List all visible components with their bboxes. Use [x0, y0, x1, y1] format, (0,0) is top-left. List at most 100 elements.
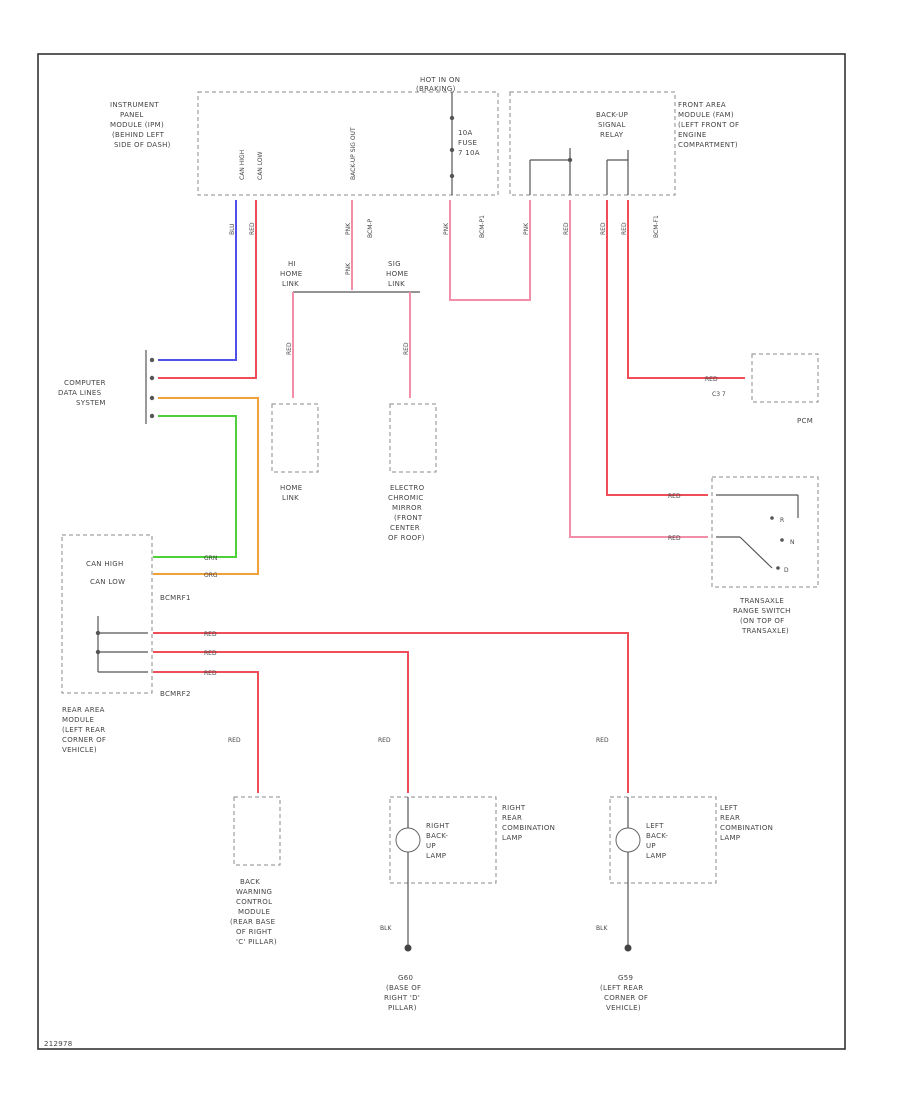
svg-text:RED: RED	[563, 222, 570, 235]
svg-text:OF RIGHT: OF RIGHT	[236, 928, 272, 936]
svg-text:R: R	[780, 517, 784, 524]
svg-text:UP: UP	[646, 842, 656, 850]
svg-text:RED: RED	[204, 650, 217, 657]
wire-left-lamp	[153, 632, 629, 793]
ec-mirror-box	[389, 403, 437, 473]
fam-box	[509, 91, 676, 196]
svg-text:PNK: PNK	[345, 262, 352, 275]
svg-text:(REAR BASE: (REAR BASE	[230, 918, 275, 926]
svg-text:RED: RED	[378, 737, 391, 744]
pcm-label: PCM	[797, 417, 813, 425]
ipm-label: INSTRUMENT PANEL MODULE (IPM) (BEHIND LE…	[110, 101, 170, 149]
svg-text:SYSTEM: SYSTEM	[76, 399, 106, 407]
wire-fam-trs-r	[606, 200, 708, 496]
svg-text:REAR: REAR	[720, 814, 740, 822]
svg-text:TRANSAXLE): TRANSAXLE)	[741, 627, 789, 635]
svg-text:BACK-UP: BACK-UP	[596, 111, 628, 119]
svg-text:LAMP: LAMP	[502, 834, 522, 842]
svg-text:WARNING: WARNING	[236, 888, 272, 896]
hot-in-run-label: HOT IN ON (BRAKING)	[416, 76, 460, 93]
wire-can-high-blue	[158, 200, 237, 361]
svg-text:INSTRUMENT: INSTRUMENT	[110, 101, 159, 109]
svg-text:(BASE OF: (BASE OF	[386, 984, 421, 992]
hi-home-link-label: HI HOME LINK	[280, 260, 302, 288]
wire-bwcm	[153, 671, 259, 793]
svg-text:REAR AREA: REAR AREA	[62, 706, 105, 714]
svg-text:PNK: PNK	[443, 222, 450, 235]
svg-text:RED: RED	[705, 376, 718, 383]
svg-text:10A: 10A	[458, 129, 473, 137]
left-lamp-label: LEFT REAR COMBINATION LAMP	[720, 804, 773, 842]
fuse: 10A FUSE 7 10A	[449, 92, 480, 195]
svg-text:PNK: PNK	[523, 222, 530, 235]
svg-text:OF ROOF): OF ROOF)	[388, 534, 425, 542]
svg-text:CORNER OF: CORNER OF	[604, 994, 648, 1002]
svg-text:(BRAKING): (BRAKING)	[416, 85, 456, 93]
diagram-frame	[37, 53, 846, 1050]
svg-text:LEFT: LEFT	[720, 804, 738, 812]
svg-text:CAN LOW: CAN LOW	[90, 578, 125, 586]
svg-text:HOME: HOME	[386, 270, 408, 278]
svg-text:LINK: LINK	[282, 280, 299, 288]
svg-text:G59: G59	[618, 974, 633, 982]
bwcm-label: BACK WARNING CONTROL MODULE (REAR BASE O…	[230, 878, 277, 946]
svg-text:BCM-P1: BCM-P1	[479, 215, 486, 238]
svg-text:BCMRF1: BCMRF1	[160, 594, 191, 602]
svg-text:(LEFT REAR: (LEFT REAR	[600, 984, 643, 992]
footer-code: 212978	[44, 1040, 73, 1048]
svg-text:VEHICLE): VEHICLE)	[62, 746, 97, 754]
svg-text:VEHICLE): VEHICLE)	[606, 1004, 641, 1012]
right-bulb-icon	[395, 797, 421, 952]
svg-text:LAMP: LAMP	[426, 852, 446, 860]
left-bulb-icon	[615, 797, 641, 952]
svg-text:MODULE (FAM): MODULE (FAM)	[678, 111, 734, 119]
cdl-connector	[145, 350, 155, 424]
fam-label: FRONT AREA MODULE (FAM) (LEFT FRONT OF E…	[678, 101, 739, 149]
svg-text:RED: RED	[286, 342, 293, 355]
svg-text:7 10A: 7 10A	[458, 149, 480, 157]
ram-label: REAR AREA MODULE (LEFT REAR CORNER OF VE…	[62, 706, 106, 754]
svg-text:REAR: REAR	[502, 814, 522, 822]
svg-text:CAN LOW: CAN LOW	[257, 151, 264, 180]
svg-text:CORNER OF: CORNER OF	[62, 736, 106, 744]
ram-internal	[95, 616, 148, 673]
svg-text:HOME: HOME	[280, 484, 302, 492]
svg-text:BACK-: BACK-	[426, 832, 448, 840]
svg-text:ELECTRO: ELECTRO	[390, 484, 425, 492]
svg-text:(BEHIND LEFT: (BEHIND LEFT	[112, 131, 165, 139]
svg-text:RIGHT 'D': RIGHT 'D'	[384, 994, 420, 1002]
svg-text:LEFT: LEFT	[646, 822, 664, 830]
wire-color-labels: BLU RED PNK PNK PNK PNK RED RED RED RED …	[204, 222, 718, 932]
svg-text:MODULE (IPM): MODULE (IPM)	[110, 121, 164, 129]
trs-switch: R N D	[716, 494, 799, 574]
svg-text:COMBINATION: COMBINATION	[720, 824, 773, 832]
svg-text:COMPARTMENT): COMPARTMENT)	[678, 141, 738, 149]
svg-text:'C' PILLAR): 'C' PILLAR)	[236, 938, 277, 946]
svg-text:RED: RED	[600, 222, 607, 235]
wire-can-orange	[153, 397, 259, 575]
svg-text:PILLAR): PILLAR)	[388, 1004, 417, 1012]
svg-text:RIGHT: RIGHT	[426, 822, 450, 830]
ipm-box	[197, 91, 499, 196]
svg-text:SIGNAL: SIGNAL	[598, 121, 626, 129]
bwcm-box	[233, 796, 281, 866]
left-bulb-label: LEFT BACK- UP LAMP	[646, 822, 668, 860]
svg-text:RED: RED	[621, 222, 628, 235]
wire-can-green	[153, 415, 237, 558]
svg-text:BCM-P: BCM-P	[367, 218, 374, 238]
trs-box	[711, 476, 819, 588]
svg-text:BLU: BLU	[229, 223, 236, 235]
svg-text:D: D	[784, 567, 789, 574]
svg-text:RED: RED	[403, 342, 410, 355]
svg-text:CHROMIC: CHROMIC	[388, 494, 424, 502]
svg-text:BCMRF2: BCMRF2	[160, 690, 191, 698]
svg-text:BACK-UP SIG OUT: BACK-UP SIG OUT	[350, 127, 357, 180]
ground-g1-label: G60 (BASE OF RIGHT 'D' PILLAR)	[384, 974, 421, 1012]
svg-text:RELAY: RELAY	[600, 131, 624, 139]
ram-box	[61, 534, 153, 694]
svg-text:COMBINATION: COMBINATION	[502, 824, 555, 832]
svg-text:(LEFT REAR: (LEFT REAR	[62, 726, 105, 734]
home-link-label: HOME LINK	[280, 484, 302, 502]
svg-text:TRANSAXLE: TRANSAXLE	[739, 597, 784, 605]
svg-text:CONTROL: CONTROL	[236, 898, 272, 906]
